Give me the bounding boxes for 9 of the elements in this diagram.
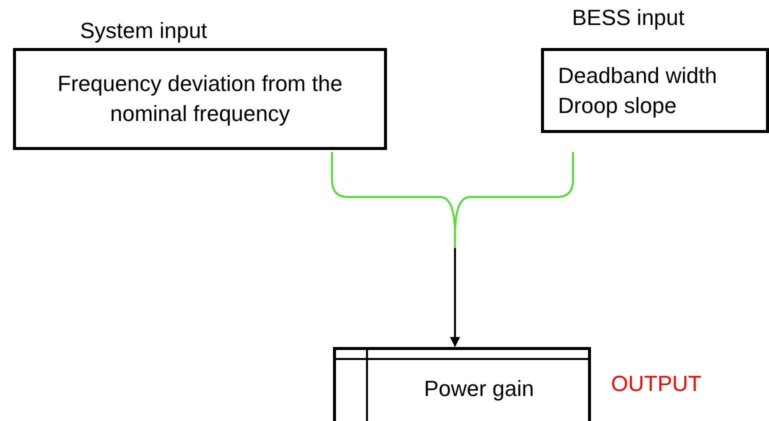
box-text: Deadband width <box>558 62 718 90</box>
box-text: Frequency deviation from the nominal frequency <box>56 70 344 128</box>
bracket-arrow <box>450 152 574 347</box>
process-box <box>333 347 591 421</box>
box-text: Power gain <box>422 376 536 402</box>
input-heading: BESS input <box>572 5 685 31</box>
box-text: Droop slope <box>558 92 677 120</box>
input-heading: System input <box>80 18 208 44</box>
output-label: OUTPUT <box>611 371 702 397</box>
